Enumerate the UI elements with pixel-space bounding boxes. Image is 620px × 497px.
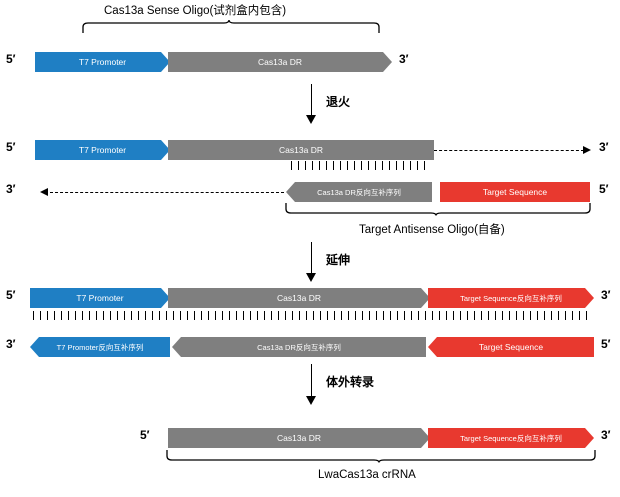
row2b-dashed-line — [50, 192, 284, 193]
row3-cas13a-dr: Cas13a DR — [168, 288, 430, 308]
row3-base-pair-ticks — [33, 311, 591, 320]
row2-extension-arrowhead — [583, 145, 591, 154]
row1-cas13a-dr: Cas13a DR — [168, 52, 392, 72]
row1-five-prime: 5′ — [6, 52, 16, 66]
row1-three-prime: 3′ — [399, 52, 409, 66]
row4-five-prime: 5′ — [140, 428, 150, 442]
brace-top — [82, 20, 380, 33]
row2b-target-sequence: Target Sequence — [440, 182, 590, 202]
title-bottom-label: LwaCas13a crRNA — [318, 469, 416, 481]
row4-cas13a-dr: Cas13a DR — [168, 428, 430, 448]
step-label-extend: 延伸 — [326, 253, 351, 267]
row3b-five-prime: 5′ — [601, 337, 611, 351]
row3b-target-sequence: Target Sequence — [428, 337, 594, 357]
row3b-three-prime: 3′ — [6, 337, 16, 351]
step-arrow-extend-head — [306, 273, 316, 282]
row2b-cas13a-dr-rc: Cas13a DR反向互补序列 — [286, 182, 432, 202]
row3-target-sequence-rc: Target Sequence反向互补序列 — [428, 288, 594, 308]
row1-t7-promoter: T7 Promoter — [35, 52, 170, 72]
row4-three-prime: 3′ — [601, 428, 611, 442]
row2b-five-prime: 5′ — [599, 182, 609, 196]
row3-t7-promoter: T7 Promoter — [30, 288, 170, 308]
row2b-three-prime: 3′ — [6, 182, 16, 196]
row2-cas13a-dr: Cas13a DR — [168, 140, 434, 160]
step-arrow-transcribe-stem — [311, 364, 312, 397]
step-arrow-extend-stem — [311, 242, 312, 274]
row3b-t7-promoter-rc: T7 Promoter反向互补序列 — [30, 337, 170, 357]
row2-t7-promoter: T7 Promoter — [35, 140, 170, 160]
row2-three-prime: 3′ — [599, 140, 609, 154]
step-arrow-anneal-stem — [311, 84, 312, 116]
step-arrow-anneal-head — [306, 115, 316, 124]
row4-target-sequence-rc: Target Sequence反向互补序列 — [428, 428, 594, 448]
row2-extension-dashed-line — [434, 150, 584, 151]
step-arrow-transcribe-head — [306, 396, 316, 405]
step-label-transcribe: 体外转录 — [326, 375, 375, 389]
title-top-label: Cas13a Sense Oligo(试剂盒内包含) — [104, 5, 287, 17]
label-target-antisense-oligo: Target Antisense Oligo(自备) — [359, 224, 505, 236]
brace-target-antisense — [285, 203, 591, 216]
step-label-anneal: 退火 — [326, 95, 351, 109]
row2-five-prime: 5′ — [6, 140, 16, 154]
brace-bottom — [166, 450, 596, 463]
row2-base-pair-ticks — [291, 161, 427, 170]
row3-five-prime: 5′ — [6, 288, 16, 302]
row3-three-prime: 3′ — [601, 288, 611, 302]
row3b-cas13a-dr-rc: Cas13a DR反向互补序列 — [172, 337, 426, 357]
row2b-arrowhead — [40, 187, 48, 196]
